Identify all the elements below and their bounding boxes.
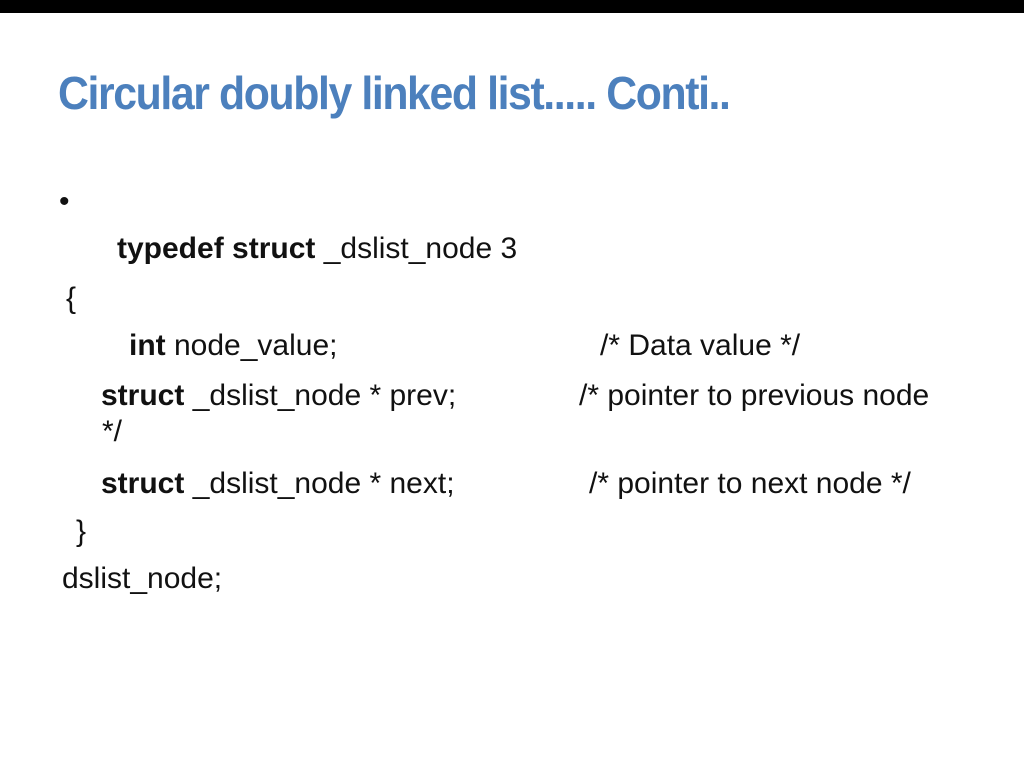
code-next-text: struct _dslist_node * next; bbox=[101, 467, 455, 501]
comment-next-node: /* pointer to next node */ bbox=[589, 467, 911, 500]
int-rest: node_value; bbox=[165, 329, 338, 362]
code-line-open-brace: { bbox=[0, 282, 1024, 322]
code-line-typedef: typedef struct _dslist_node 3 bbox=[0, 232, 1024, 272]
next-rest: _dslist_node * next; bbox=[184, 467, 455, 500]
keyword-struct-prev: struct bbox=[101, 379, 185, 412]
bullet-marker: • bbox=[59, 185, 70, 218]
code-int-text: int node_value; bbox=[129, 329, 337, 363]
code-line-prev: struct _dslist_node * prev; /* pointer t… bbox=[0, 379, 1024, 419]
code-line-next: struct _dslist_node * next; /* pointer t… bbox=[0, 467, 1024, 507]
code-typedef-text: typedef struct _dslist_node 3 bbox=[117, 232, 517, 266]
keyword-struct-next: struct bbox=[101, 467, 185, 500]
code-line-close-brace: } bbox=[0, 515, 1024, 555]
code-line-comment-wrap: */ bbox=[0, 415, 1024, 455]
keyword-int: int bbox=[129, 329, 166, 362]
open-brace: { bbox=[66, 282, 77, 315]
comment-data-value: /* Data value */ bbox=[600, 329, 801, 362]
typedef-rest: _dslist_node 3 bbox=[315, 232, 518, 265]
keyword-typedef-struct: typedef struct bbox=[117, 232, 316, 265]
code-prev-text: struct _dslist_node * prev; bbox=[101, 379, 456, 413]
slide-title: Circular doubly linked list..... Conti.. bbox=[58, 67, 731, 119]
code-line-footer: dslist_node; bbox=[0, 562, 1024, 602]
footer-dslist-node: dslist_node; bbox=[62, 562, 223, 595]
prev-rest: _dslist_node * prev; bbox=[184, 379, 457, 412]
code-line-int: int node_value; /* Data value */ bbox=[0, 329, 1024, 369]
top-black-bar bbox=[0, 0, 1024, 13]
comment-prev-wrap: */ bbox=[102, 415, 123, 448]
comment-prev-node: /* pointer to previous node bbox=[579, 379, 930, 412]
close-brace: } bbox=[76, 515, 87, 548]
